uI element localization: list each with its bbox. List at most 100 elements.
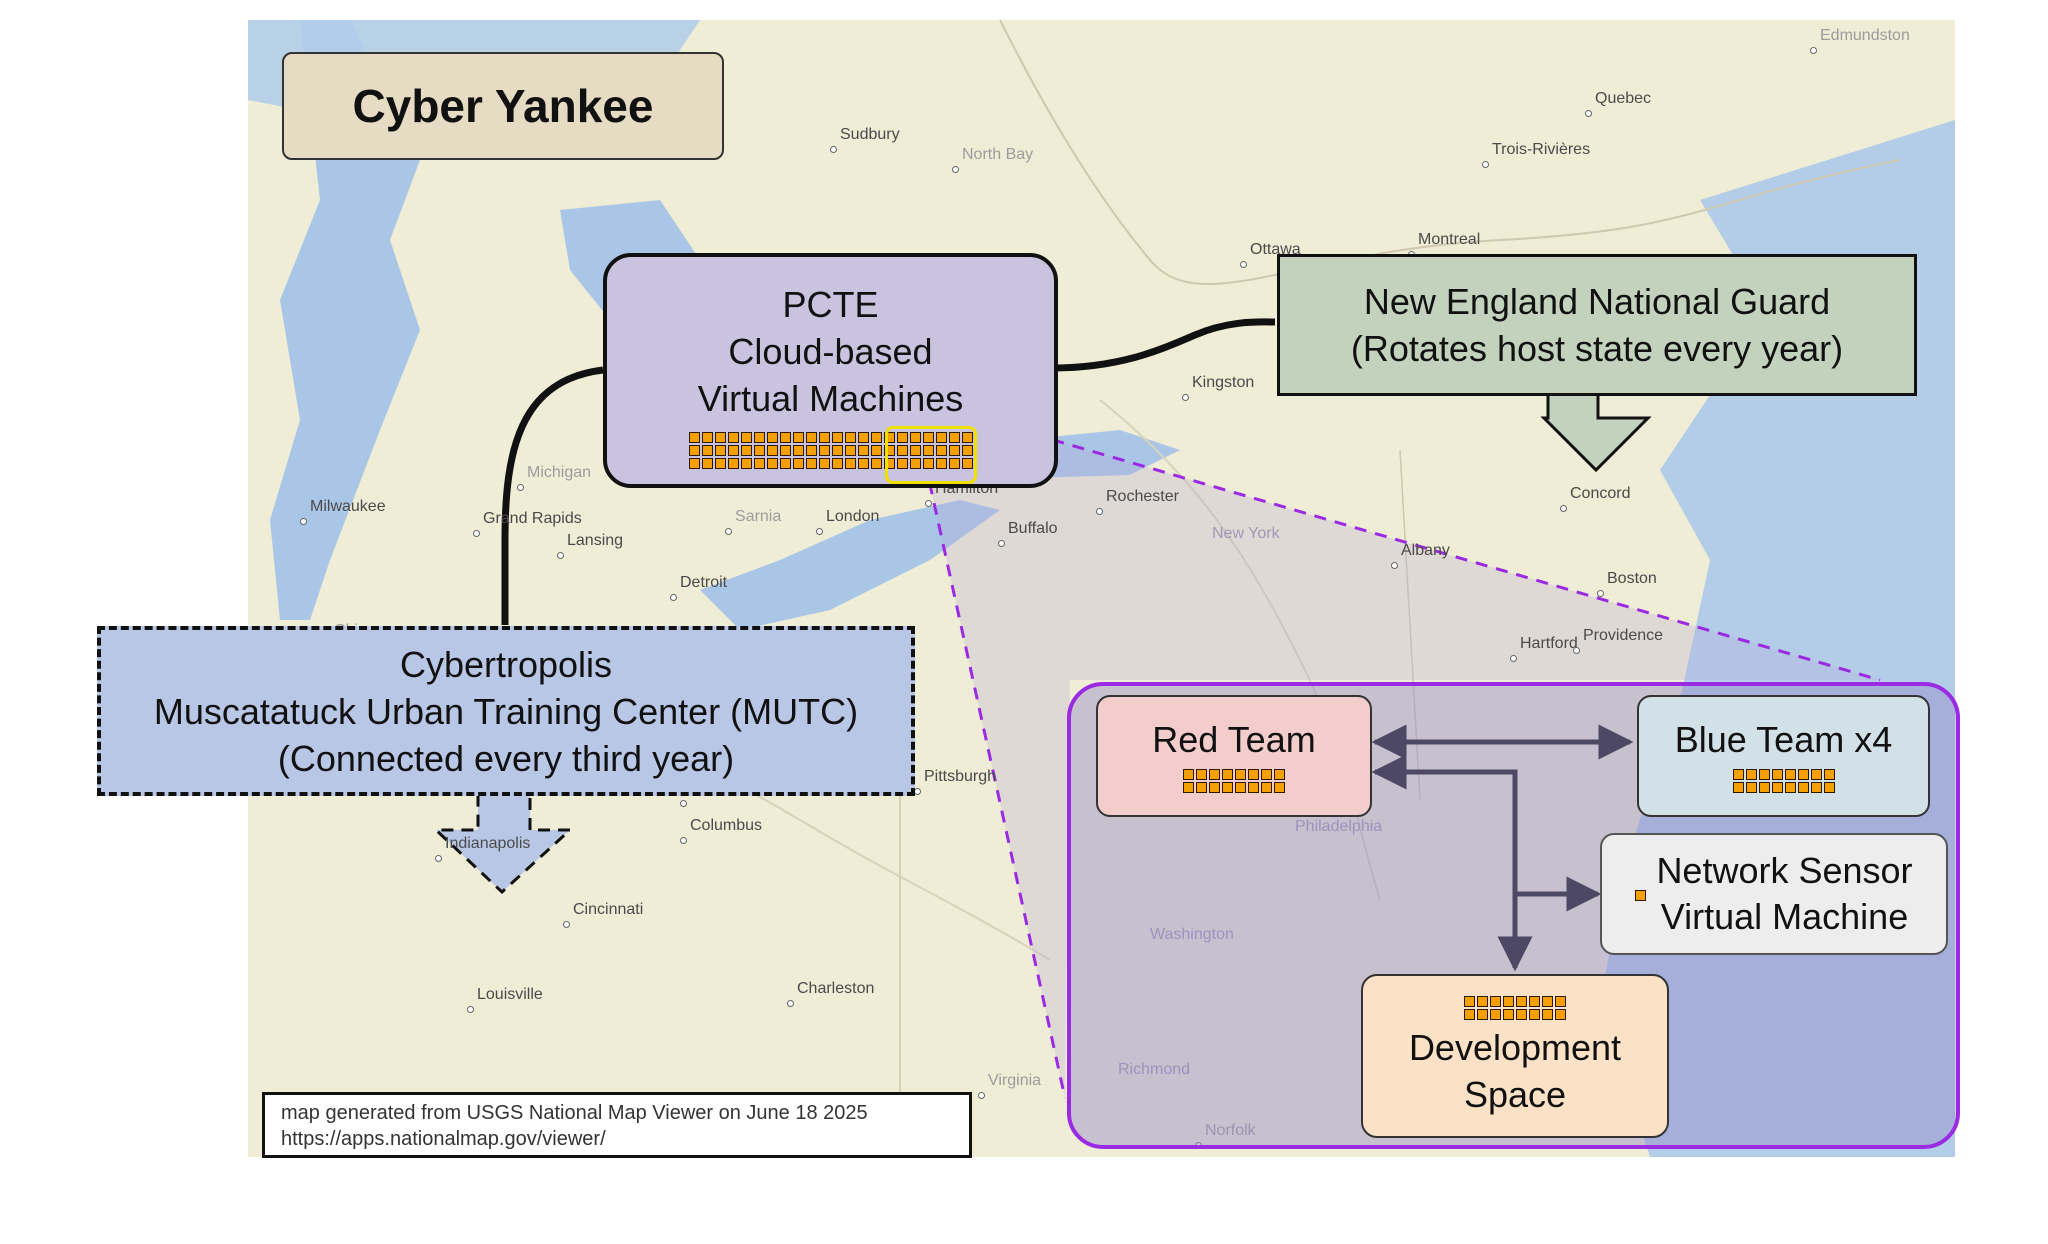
vm-icon xyxy=(1209,782,1220,793)
city-marker xyxy=(830,146,837,153)
vm-icon xyxy=(1261,769,1272,780)
map-label: Virginia xyxy=(988,1072,1042,1089)
vm-icon xyxy=(909,432,921,443)
map-label: Norfolk xyxy=(1205,1122,1256,1139)
vm-icon xyxy=(727,432,739,443)
map-label: Boston xyxy=(1607,570,1657,587)
vm-icon xyxy=(753,445,765,456)
city-marker xyxy=(1597,590,1604,597)
vm-icon xyxy=(1261,782,1272,793)
city-marker xyxy=(1560,505,1567,512)
vm-icon xyxy=(1516,1009,1527,1020)
vm-icon xyxy=(1529,1009,1540,1020)
connector-pcte-guard xyxy=(1051,318,1276,372)
map-label: Buffalo xyxy=(1008,520,1058,537)
dev-line-1: Development xyxy=(1408,1027,1622,1068)
city-marker xyxy=(952,166,959,173)
vm-icon xyxy=(1235,769,1246,780)
vm-icon xyxy=(935,458,947,469)
vm-icon xyxy=(922,458,934,469)
vm-icon xyxy=(1183,782,1194,793)
vm-icon xyxy=(922,432,934,443)
map-label: Ottawa xyxy=(1250,241,1301,258)
map-label: Quebec xyxy=(1595,90,1652,107)
vm-icon xyxy=(844,445,856,456)
vm-icon xyxy=(766,445,778,456)
vm-icon xyxy=(727,458,739,469)
guard-box: New England National Guard (Rotates host… xyxy=(1277,254,1917,396)
vm-icon xyxy=(701,445,713,456)
map-label: Edmundston xyxy=(1820,27,1910,44)
vm-icon xyxy=(1490,996,1501,1007)
vm-row xyxy=(1635,889,1647,901)
vm-icon xyxy=(1758,782,1770,793)
vm-icon xyxy=(1542,1009,1553,1020)
vm-row xyxy=(1183,769,1285,780)
vm-icon xyxy=(714,458,726,469)
vm-icon xyxy=(935,445,947,456)
vm-icon xyxy=(1635,889,1647,901)
sensor-vm-grid xyxy=(1635,888,1647,901)
vm-icon xyxy=(844,432,856,443)
blue-team-box: Blue Team x4 xyxy=(1637,695,1930,817)
vm-icon xyxy=(1745,769,1757,780)
city-marker xyxy=(816,528,823,535)
vm-icon xyxy=(1274,769,1285,780)
vm-icon xyxy=(1542,996,1553,1007)
source-caption: map generated from USGS National Map Vie… xyxy=(262,1092,972,1158)
city-marker xyxy=(557,552,564,559)
pcte-line-1: PCTE xyxy=(782,284,879,325)
map-label: Michigan xyxy=(527,464,592,481)
pcte-line-2: Cloud-based xyxy=(728,331,933,372)
lake-michigan xyxy=(270,20,420,620)
map-label: Montreal xyxy=(1418,231,1481,248)
city-marker xyxy=(1810,47,1817,54)
map-label: Columbus xyxy=(690,817,763,834)
diagram-title: Cyber Yankee xyxy=(352,80,654,132)
map-label: Indianapolis xyxy=(445,835,531,852)
sensor-line-2: Virtual Machine xyxy=(1660,896,1909,937)
vm-icon xyxy=(961,432,973,443)
map-label: Hartford xyxy=(1520,635,1578,652)
map-label: Richmond xyxy=(1118,1061,1191,1078)
vm-row xyxy=(1464,1009,1566,1020)
vm-icon xyxy=(883,445,895,456)
vm-row xyxy=(688,458,973,469)
city-marker xyxy=(473,530,480,537)
vm-icon xyxy=(1758,769,1770,780)
vm-icon xyxy=(1490,1009,1501,1020)
vm-icon xyxy=(805,445,817,456)
vm-icon xyxy=(1745,782,1757,793)
vm-icon xyxy=(714,445,726,456)
blue-team-vm-grid xyxy=(1732,767,1835,793)
dev-line-2: Space xyxy=(1463,1074,1567,1115)
vm-icon xyxy=(727,445,739,456)
map-label: Milwaukee xyxy=(310,498,386,515)
map-label: Sudbury xyxy=(840,126,900,143)
vm-icon xyxy=(1503,1009,1514,1020)
vm-icon xyxy=(831,432,843,443)
map-label: Lansing xyxy=(567,532,624,549)
vm-icon xyxy=(818,445,830,456)
vm-icon xyxy=(779,432,791,443)
city-marker xyxy=(435,855,442,862)
city-marker xyxy=(680,800,687,807)
vm-icon xyxy=(1464,996,1475,1007)
caption-line-1: map generated from USGS National Map Vie… xyxy=(281,1102,868,1124)
vm-icon xyxy=(1771,782,1783,793)
vm-icon xyxy=(870,445,882,456)
vm-icon xyxy=(1222,769,1233,780)
city-marker xyxy=(1391,562,1398,569)
vm-icon xyxy=(831,458,843,469)
vm-icon xyxy=(740,445,752,456)
map-label: Grand Rapids xyxy=(483,510,582,527)
city-marker xyxy=(680,837,687,844)
vm-icon xyxy=(701,458,713,469)
map-label: Providence xyxy=(1583,627,1664,644)
map-label: Kingston xyxy=(1192,374,1255,391)
guard-line-2: (Rotates host state every year) xyxy=(1350,328,1844,369)
vm-icon xyxy=(1529,996,1540,1007)
pcte-line-3: Virtual Machines xyxy=(697,378,964,419)
map-label: London xyxy=(826,508,880,525)
vm-row xyxy=(688,445,973,456)
